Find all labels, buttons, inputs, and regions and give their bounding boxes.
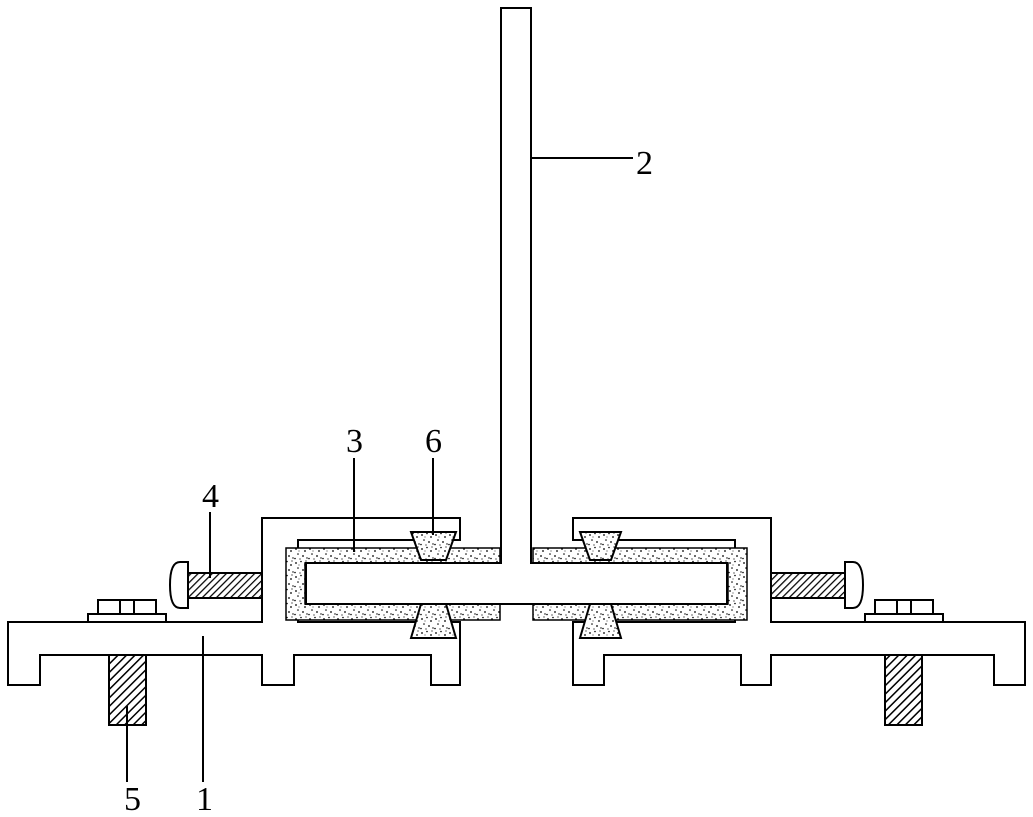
vertical-post xyxy=(305,7,728,605)
wedge-block-right-top xyxy=(578,531,623,561)
label-adjust-screw: 4 xyxy=(202,478,219,515)
label-friction-liner: 3 xyxy=(346,423,363,460)
label-vertical-post: 2 xyxy=(636,145,653,182)
label-base-plate: 1 xyxy=(196,781,213,817)
wedge-block-left-top xyxy=(409,531,458,561)
right-anchor-bolt xyxy=(884,654,923,726)
right-adjust-screw xyxy=(770,561,865,609)
label-anchor-bolt: 5 xyxy=(124,781,141,817)
wedge-block-right-bottom xyxy=(578,603,623,639)
left-adjust-screw xyxy=(168,561,263,609)
wedge-block-left-bottom xyxy=(409,603,458,639)
left-nut xyxy=(87,599,167,623)
right-base-plate xyxy=(572,517,1026,686)
wedge-blocks xyxy=(409,531,623,639)
right-nut xyxy=(864,599,944,623)
leader-lines xyxy=(126,157,633,782)
left-base-plate xyxy=(7,517,461,686)
label-wedge-block: 6 xyxy=(425,423,442,460)
